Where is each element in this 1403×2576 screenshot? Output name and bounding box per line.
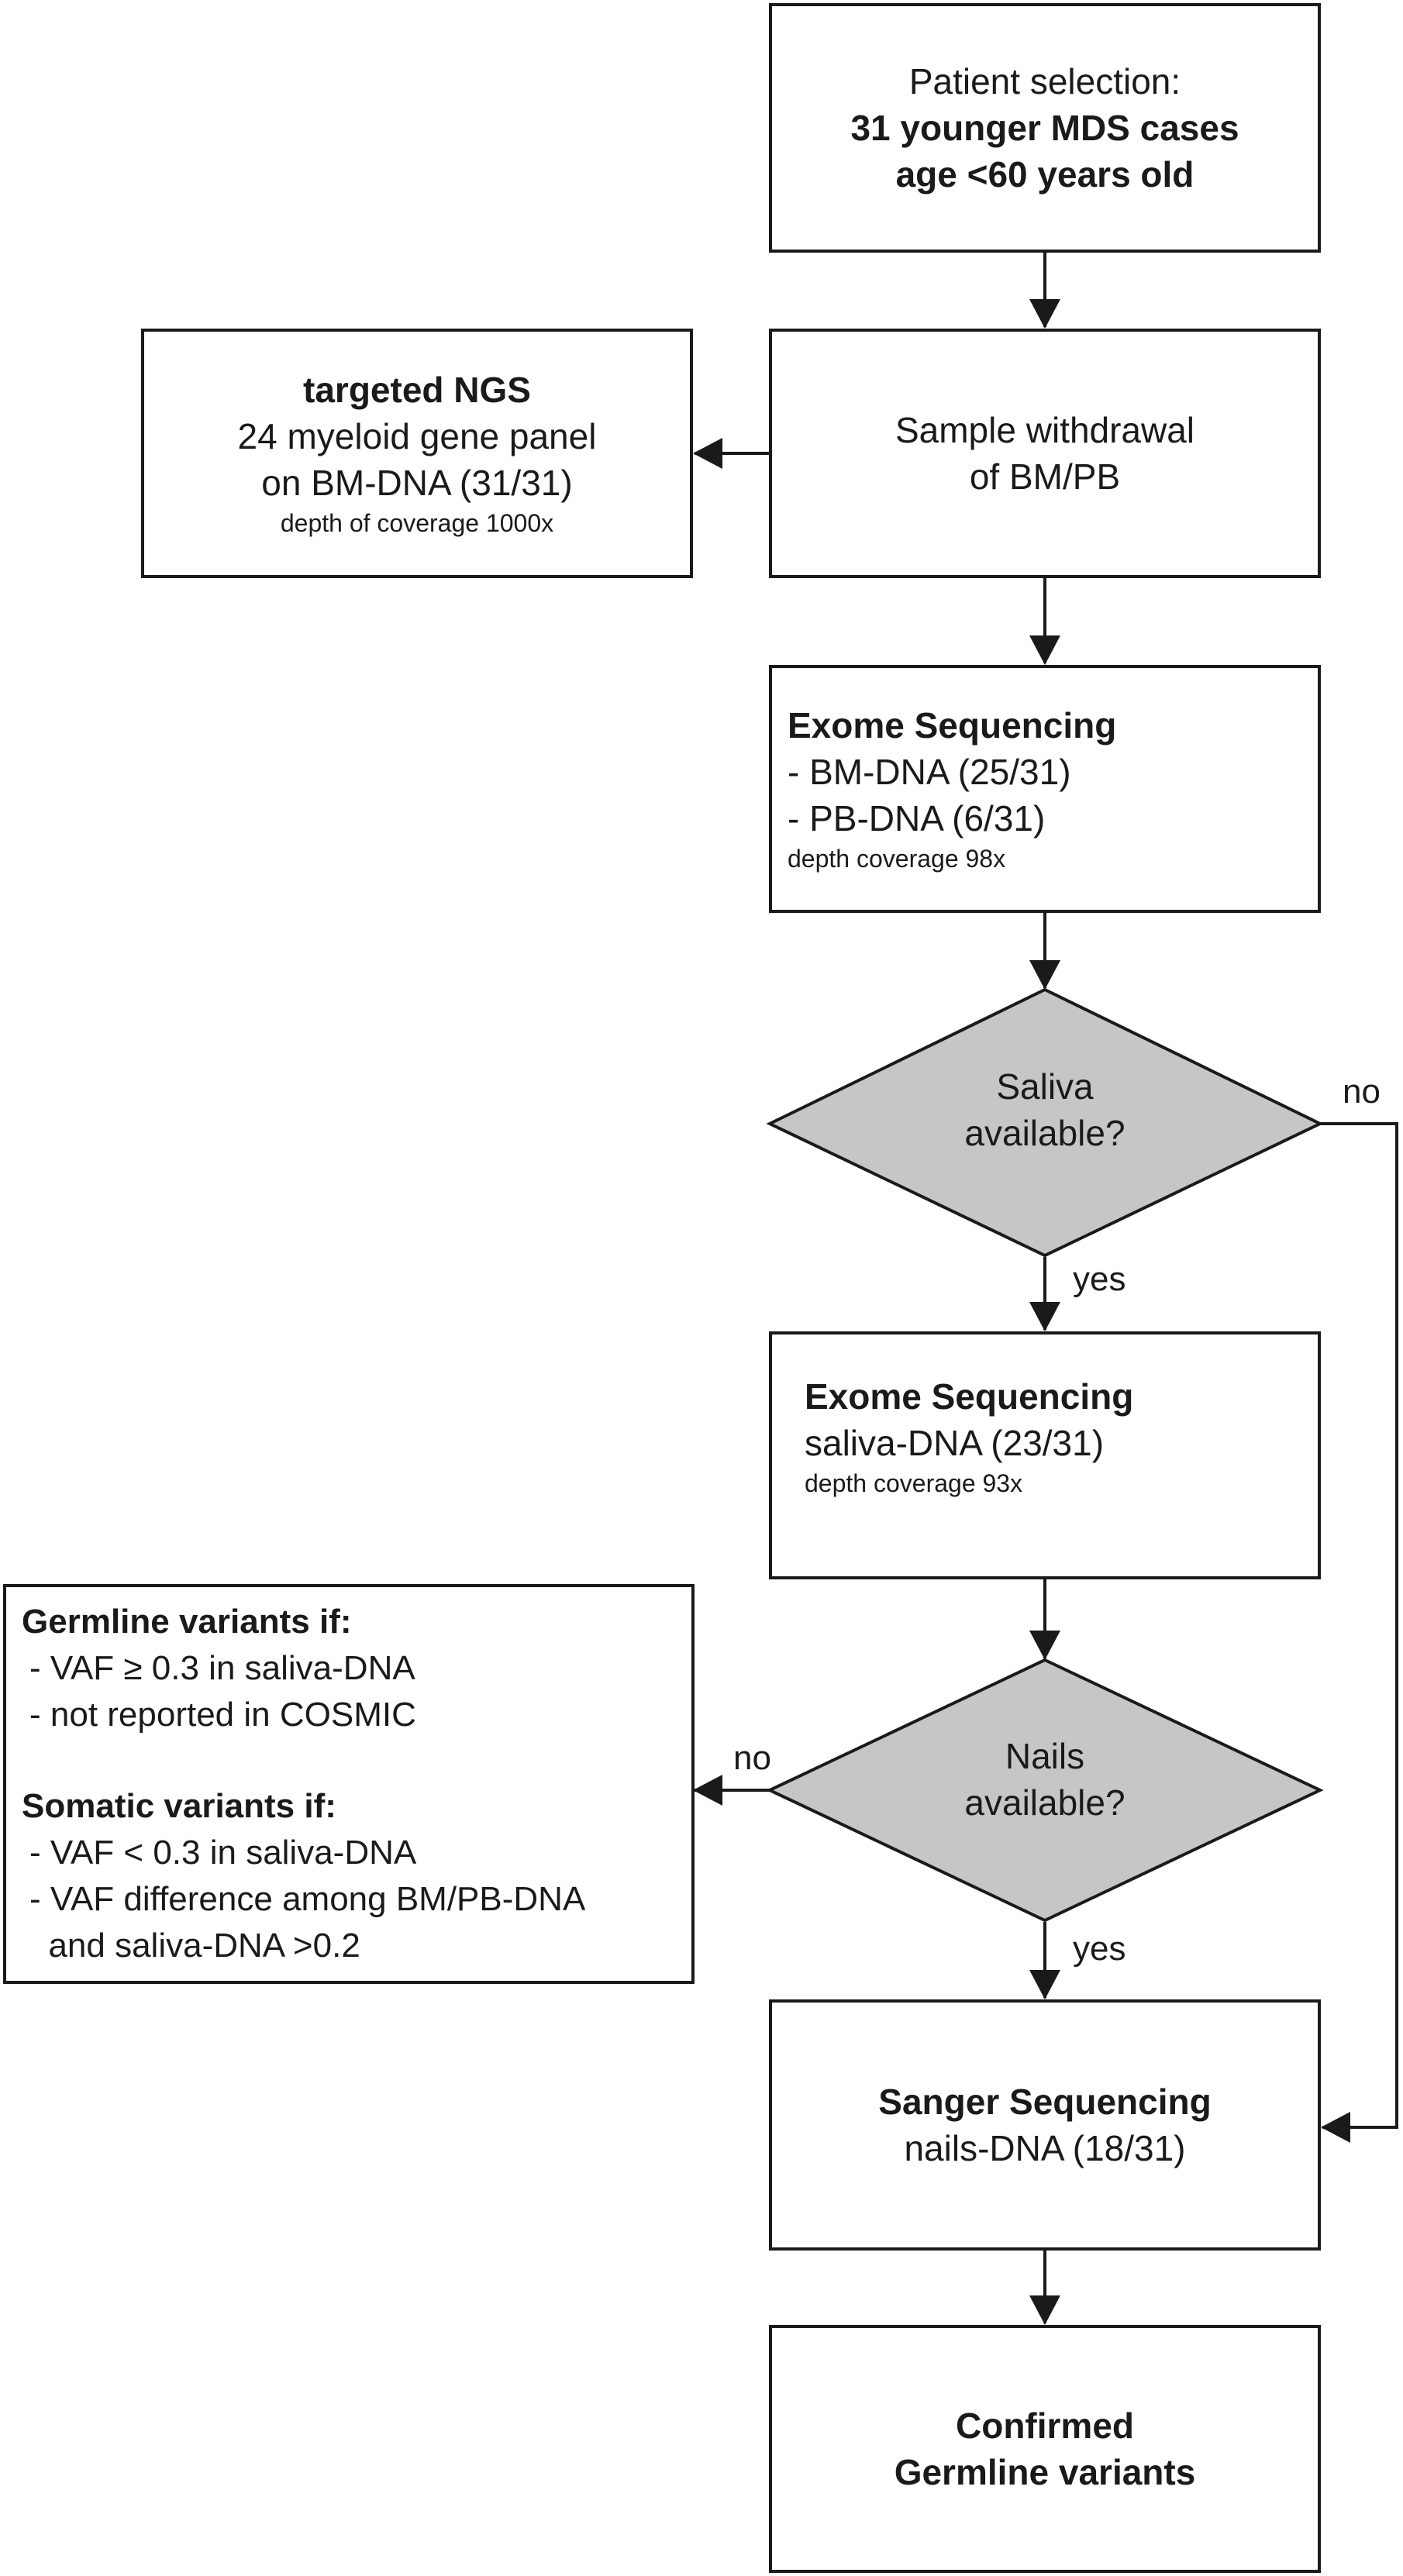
nails-yes-label: yes	[1073, 1930, 1126, 1968]
saliva-decision-text: Saliva available?	[890, 1063, 1200, 1156]
patient-age-text: age <60 years old	[895, 154, 1194, 195]
exome-seq-saliva-box: Exome Sequencing saliva-DNA (23/31) dept…	[769, 1331, 1321, 1579]
sample-withdrawal-line2: of BM/PB	[969, 456, 1121, 497]
exome-seq-bm-pb-box: Exome Sequencing - BM-DNA (25/31) - PB-D…	[769, 665, 1321, 913]
saliva-decision-line1: Saliva	[996, 1066, 1094, 1107]
germline-criterion-vaf: - VAF ≥ 0.3 in saliva-DNA	[29, 1649, 415, 1687]
saliva-no-label: no	[1343, 1073, 1381, 1111]
targeted-ngs-panel: 24 myeloid gene panel	[237, 416, 597, 456]
patient-cohort-text: 31 younger MDS cases	[850, 108, 1239, 148]
arrow-saliva-no	[1320, 1122, 1398, 2143]
sample-withdrawal-line1: Sample withdrawal	[895, 410, 1195, 450]
variant-criteria-box: Germline variants if: - VAF ≥ 0.3 in sal…	[3, 1584, 695, 1984]
targeted-ngs-box: targeted NGS 24 myeloid gene panel on BM…	[141, 329, 693, 578]
exome-saliva-title: Exome Sequencing	[805, 1376, 1134, 1417]
nails-decision-line1: Nails	[1005, 1736, 1085, 1776]
targeted-ngs-title: targeted NGS	[303, 370, 531, 410]
sanger-nails-dna: nails-DNA (18/31)	[904, 2128, 1186, 2168]
nails-decision-text: Nails available?	[890, 1733, 1200, 1826]
patient-selection-box: Patient selection: 31 younger MDS cases …	[769, 3, 1321, 253]
exome-seq-title: Exome Sequencing	[788, 705, 1117, 746]
somatic-heading: Somatic variants if:	[22, 1787, 336, 1825]
confirmed-line1: Confirmed	[956, 2406, 1134, 2446]
confirmed-box: Confirmed Germline variants	[769, 2325, 1321, 2573]
sample-withdrawal-box: Sample withdrawal of BM/PB	[769, 329, 1321, 578]
somatic-criterion-vaf: - VAF < 0.3 in saliva-DNA	[29, 1834, 417, 1872]
confirmed-line2: Germline variants	[894, 2452, 1196, 2492]
nails-decision-line2: available?	[964, 1782, 1126, 1823]
exome-saliva-dna: saliva-DNA (23/31)	[805, 1423, 1105, 1463]
targeted-ngs-bm-dna: on BM-DNA (31/31)	[261, 463, 573, 503]
saliva-yes-label: yes	[1073, 1260, 1126, 1298]
sanger-title: Sanger Sequencing	[878, 2082, 1212, 2122]
patient-selection-label: Patient selection:	[908, 61, 1181, 102]
nails-decision-shape	[766, 1658, 1324, 1923]
exome-saliva-depth: depth coverage 93x	[805, 1469, 1023, 1497]
germline-heading: Germline variants if:	[22, 1603, 352, 1641]
exome-seq-pb-dna: - PB-DNA (6/31)	[788, 798, 1046, 839]
saliva-decision-line2: available?	[964, 1113, 1126, 1153]
nails-no-label: no	[733, 1739, 771, 1777]
targeted-ngs-depth: depth of coverage 1000x	[280, 509, 554, 537]
somatic-criterion-difference-cont: and saliva-DNA >0.2	[29, 1927, 360, 1965]
germline-criterion-cosmic: - not reported in COSMIC	[29, 1696, 416, 1734]
sanger-seq-box: Sanger Sequencing nails-DNA (18/31)	[769, 1999, 1321, 2251]
exome-seq-bm-dna: - BM-DNA (25/31)	[788, 752, 1071, 792]
saliva-decision-shape	[766, 987, 1324, 1258]
exome-seq-depth: depth coverage 98x	[788, 845, 1006, 873]
somatic-criterion-difference: - VAF difference among BM/PB-DNA	[29, 1880, 586, 1918]
